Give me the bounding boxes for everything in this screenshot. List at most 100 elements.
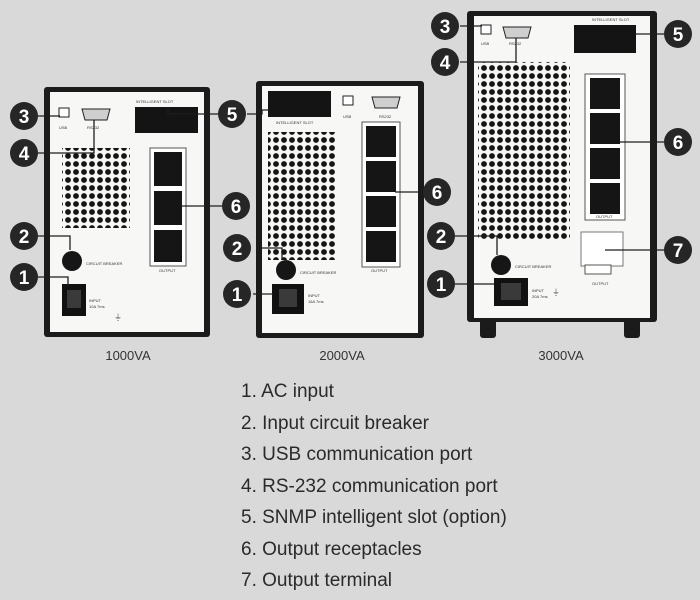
slot-label: INTELLIGENT SLOT	[592, 17, 630, 22]
output-receptacle	[590, 113, 620, 144]
svg-text:2: 2	[232, 239, 243, 260]
input-label: INPUT	[89, 298, 102, 303]
legend-item: 3. USB communication port	[241, 444, 473, 465]
legend-item: 5. SNMP intelligent slot (option)	[241, 507, 507, 528]
foot	[480, 318, 496, 338]
component-legend: 1. AC input 2. Input circuit breaker 3. …	[241, 376, 507, 597]
usb-label: USB	[59, 125, 68, 130]
legend-item: 4. RS-232 communication port	[241, 475, 498, 497]
rs232-port	[502, 26, 532, 39]
output-terminal-cover	[580, 231, 624, 267]
callout-badge: 7	[664, 236, 692, 264]
circuit-breaker	[491, 255, 511, 275]
usb-label: USB	[343, 114, 352, 119]
breaker-label: CIRCUIT BREAKER	[300, 270, 336, 275]
intelligent-slot	[135, 107, 198, 133]
input-rating: 10A 7ms	[89, 304, 105, 309]
output-receptacle	[154, 152, 182, 186]
usb-port	[480, 24, 492, 35]
svg-text:3: 3	[440, 17, 451, 38]
output-receptacle	[366, 161, 396, 192]
svg-text:7: 7	[673, 241, 684, 262]
legend-item: 2. Input circuit breaker	[241, 412, 429, 434]
unit-caption-1000va: 1000VA	[105, 348, 151, 363]
usb-port	[342, 95, 354, 106]
unit-2000va: INTELLIGENT SLOT USB RS232 OUTPUT CIRCUI…	[256, 81, 424, 338]
output-receptacle	[154, 230, 182, 262]
callout-badge: 1	[427, 270, 455, 298]
output-label: OUTPUT	[596, 214, 613, 219]
vent-grille	[268, 132, 335, 260]
output-label: OUTPUT	[371, 268, 388, 273]
circuit-breaker	[276, 260, 296, 280]
callout-badge: 3	[431, 12, 459, 40]
breaker-label: CIRCUIT BREAKER	[515, 264, 551, 269]
output-receptacle	[590, 78, 620, 109]
callout-badge: 5	[664, 20, 692, 48]
legend-item: 7. Output terminal	[241, 570, 393, 591]
vent-grille	[62, 148, 130, 228]
callout-badge: 2	[427, 222, 455, 250]
callout-badge: 3	[10, 102, 38, 130]
input-rating: 16A 7ms	[308, 299, 324, 304]
callout-badge: 4	[10, 139, 38, 167]
slot-label: INTELLIGENT SLOT	[136, 99, 174, 104]
output-terminal-block	[584, 264, 612, 275]
callout-badge: 2	[10, 222, 38, 250]
callout-badge: 1	[223, 280, 251, 308]
svg-text:6: 6	[231, 197, 242, 218]
terminal-label: OUTPUT	[592, 281, 609, 286]
ac-input-inner	[501, 283, 521, 300]
svg-text:1: 1	[436, 275, 447, 296]
callout-badge: 2	[223, 234, 251, 262]
output-receptacle	[366, 196, 396, 227]
svg-text:1: 1	[232, 285, 243, 306]
unit-3000va: INTELLIGENT SLOT USB RS232 OUTPUT OUTPUT…	[467, 11, 657, 338]
ground-symbol: ⏚	[114, 313, 122, 322]
unit-1000va: INTELLIGENT SLOT USB RS232 OUTPUT CIRCUI…	[44, 87, 210, 337]
input-label: INPUT	[532, 288, 545, 293]
output-receptacle	[366, 126, 396, 157]
svg-text:2: 2	[19, 227, 30, 248]
output-receptacle	[154, 191, 182, 225]
unit-caption-2000va: 2000VA	[319, 348, 365, 363]
svg-text:2: 2	[436, 227, 447, 248]
svg-text:4: 4	[19, 144, 30, 165]
input-rating: 20A 7ms	[532, 294, 548, 299]
svg-text:3: 3	[19, 107, 30, 128]
output-label: OUTPUT	[159, 268, 176, 273]
svg-text:4: 4	[440, 53, 451, 74]
callout-badge: 6	[423, 178, 451, 206]
usb-port	[58, 107, 70, 118]
svg-text:6: 6	[432, 183, 443, 204]
rs232-port	[371, 96, 401, 109]
legend-item: 1. AC input	[241, 381, 334, 402]
callout-badge: 5	[218, 100, 246, 128]
intelligent-slot	[268, 91, 331, 117]
unit-caption-3000va: 3000VA	[538, 348, 584, 363]
slot-label: INTELLIGENT SLOT	[276, 120, 314, 125]
input-label: INPUT	[308, 293, 321, 298]
ac-input-inner	[67, 290, 81, 308]
callout-badge: 6	[664, 128, 692, 156]
ac-input-inner	[279, 289, 297, 307]
rs232-label: RS232	[379, 114, 392, 119]
callout-badge: 1	[10, 263, 38, 291]
ground-symbol: ⏚	[552, 288, 560, 297]
output-receptacle	[590, 148, 620, 179]
callout-badge: 6	[222, 192, 250, 220]
svg-text:5: 5	[673, 25, 684, 46]
callouts: 3 4 2 1 5 6 2 1 6 3 4 2 1 5 6 7	[10, 12, 692, 308]
intelligent-slot	[574, 25, 636, 53]
vent-grille	[478, 62, 570, 240]
foot	[624, 318, 640, 338]
breaker-label: CIRCUIT BREAKER	[86, 261, 122, 266]
output-receptacle	[590, 183, 620, 214]
svg-text:5: 5	[227, 105, 238, 126]
rs232-port	[81, 108, 111, 121]
output-receptacle	[366, 231, 396, 262]
legend-item: 6. Output receptacles	[241, 538, 422, 560]
svg-text:6: 6	[673, 133, 684, 154]
callout-badge: 4	[431, 48, 459, 76]
